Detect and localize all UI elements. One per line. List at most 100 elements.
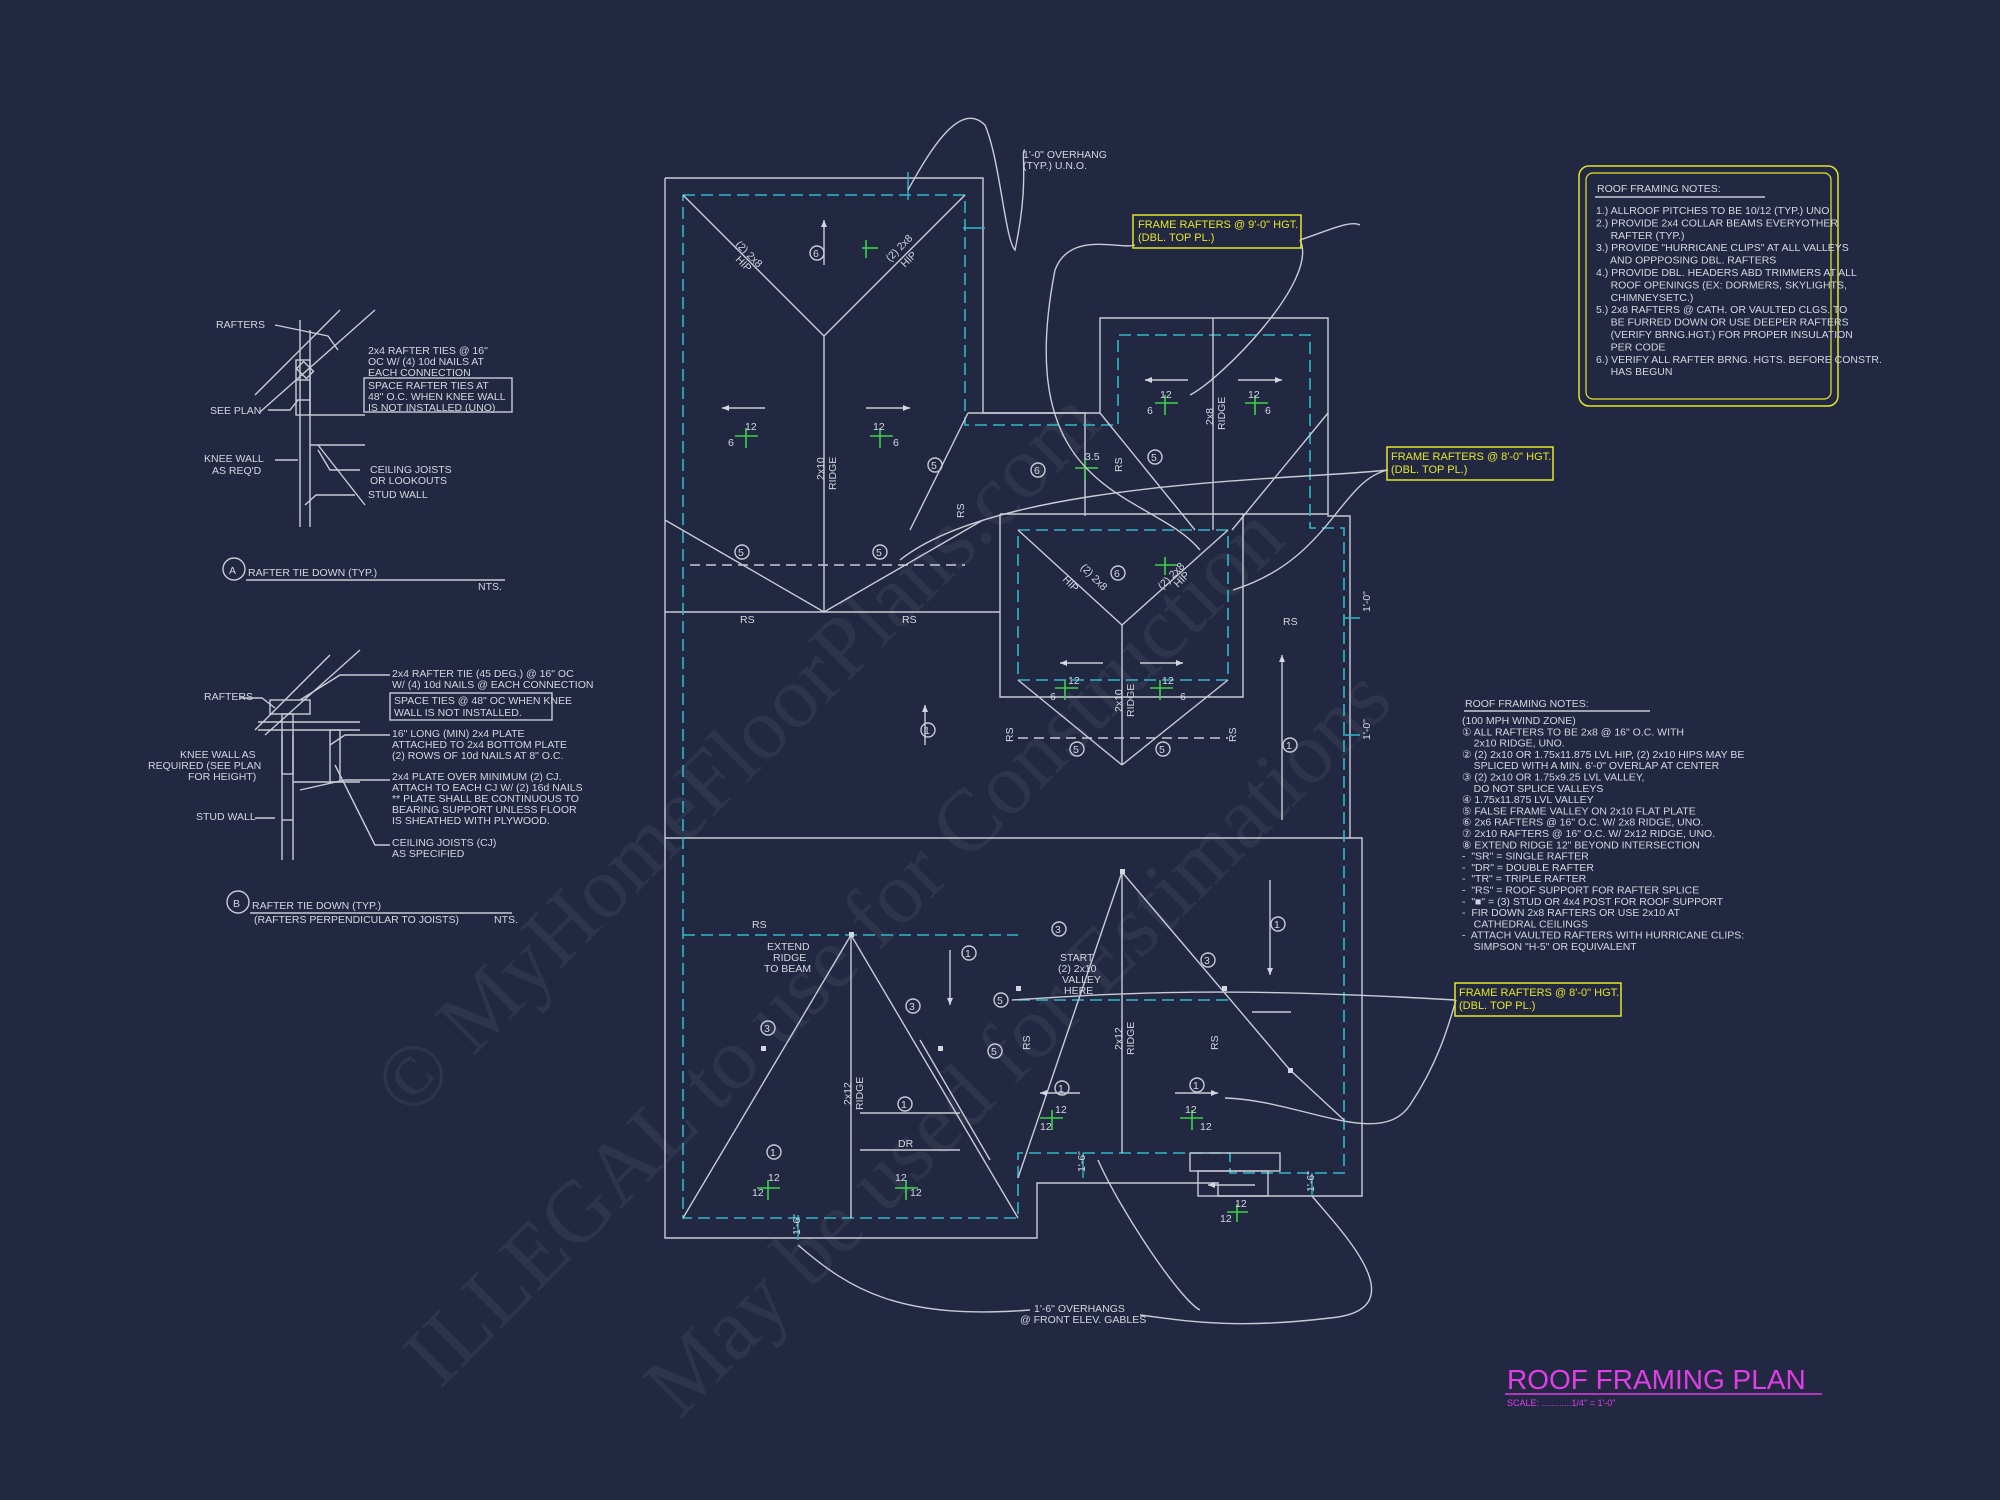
detail-b: RAFTERS KNEE WALL AS REQUIRED (SEE PLAN …	[148, 649, 593, 926]
roof-notes-list-line: 2x10 RIDGE, UNO.	[1462, 738, 1565, 750]
roof-notes-box-line: HAS BEGUN	[1596, 366, 1672, 378]
ridge-size: 2x8	[1204, 408, 1216, 425]
roof-notes-box-line: 5.) 2x8 RAFTERS @ CATH. OR VAULTED CLGS.…	[1596, 304, 1847, 316]
roof-notes-box-lines: 1.) ALLROOF PITCHES TO BE 10/12 (TYP.) U…	[1596, 205, 1882, 378]
detail-a-space-label-3: IS NOT INSTALLED (UNO)	[368, 402, 495, 414]
detail-a-space-label-2: 48" O.C. WHEN KNEE WALL	[368, 391, 506, 403]
roof-notes-list-line: ① ALL RAFTERS TO BE 2x8 @ 16" O.C. WITH	[1462, 726, 1684, 738]
frame-callout-8ft-upper: FRAME RAFTERS @ 8'-0" HGT. (DBL. TOP PL.…	[1386, 446, 1554, 481]
roof-notes-list-line: - "TR" = TRIPLE RAFTER	[1462, 873, 1587, 885]
ridge-size: 2x10	[1113, 689, 1125, 712]
detail-a-ties-label-1: 2x4 RAFTER TIES @ 16"	[368, 345, 488, 357]
plan-title: ROOF FRAMING PLAN	[1507, 1364, 1806, 1395]
roof-notes-box-line: ROOF OPENINGS (EX: DORMERS, SKYLIGHTS,	[1596, 279, 1847, 291]
note-marker-6: 6	[813, 248, 819, 260]
roof-notes-box-line: 4.) PROVIDE DBL. HEADERS ABD TRIMMERS AT…	[1596, 267, 1857, 279]
note-markers: 6 5 5 5 5 6 6 5 5 1 1 1 1 3 3 3 3 5 5 1 …	[734, 245, 1298, 1160]
overhang-dims: 1'-6" 1'-6" 1'-6" 1'-0" 1'-0"	[791, 172, 1373, 1240]
start-valley-label-2: (2) 2x10	[1058, 963, 1097, 975]
roof-notes-list-line: ⑥ 2x6 RAFTERS @ 16" O.C. W/ 2x8 RIDGE, U…	[1462, 817, 1703, 829]
detail-b-plate2-label-4: BEARING SUPPORT UNLESS FLOOR	[392, 804, 577, 816]
pitch-run: 12	[1055, 1104, 1067, 1116]
note-marker-5: 5	[1151, 452, 1157, 464]
roof-notes-list-line: DO NOT SPLICE VALLEYS	[1462, 783, 1603, 795]
roof-notes-list-line: - "RS" = ROOF SUPPORT FOR RAFTER SPLICE	[1462, 885, 1699, 897]
note-marker-1: 1	[1286, 740, 1292, 752]
detail-b-plate-label-2: ATTACHED TO 2x4 BOTTOM PLATE	[392, 739, 567, 751]
roof-notes-list-line: SPLICED WITH A MIN. 6'-0" OVERLAP AT CEN…	[1462, 760, 1720, 772]
note-marker-1: 1	[1193, 1080, 1199, 1092]
roof-notes-list-line: - "DR" = DOUBLE RAFTER	[1462, 862, 1594, 874]
note-marker-1: 1	[924, 725, 930, 737]
detail-a-see-plan-label: SEE PLAN	[210, 405, 261, 417]
pitch-rise: 6	[1147, 405, 1153, 417]
roof-notes-list-line: ③ (2) 2x10 OR 1.75x9.25 LVL VALLEY,	[1462, 772, 1644, 784]
detail-b-knee-wall-label-1: KNEE WALL AS	[180, 749, 256, 761]
detail-b-plate-label-1: 16" LONG (MIN) 2x4 PLATE	[392, 728, 525, 740]
ridge-label: RIDGE	[1216, 397, 1228, 430]
note-marker-1: 1	[770, 1147, 776, 1159]
ridge-label: RIDGE	[1125, 1022, 1137, 1055]
frame-callout-8ft-lower: FRAME RAFTERS @ 8'-0" HGT. (DBL. TOP PL.…	[1454, 982, 1622, 1017]
roof-notes-box-line: (VERIFY BRNG.HGT.) FOR PROPER INSULATION	[1596, 329, 1853, 341]
pitch-run: 12	[1185, 1104, 1197, 1116]
pitch-rise: 6	[1050, 691, 1056, 703]
roof-notes-list-line: - ATTACH VAULTED RAFTERS WITH HURRICANE …	[1462, 930, 1744, 942]
detail-b-nts: NTS.	[494, 914, 518, 926]
roof-notes-list-line: CATHEDRAL CEILINGS	[1462, 918, 1588, 930]
roof-notes-list-line: - FIR DOWN 2x8 RAFTERS OR USE 2x10 AT	[1462, 907, 1681, 919]
pitch-rise: 12	[752, 1187, 764, 1199]
pitch-run: 12	[1068, 675, 1080, 687]
detail-b-plate2-label-2: ATTACH TO EACH CJ W/ (2) 16d NAILS	[392, 782, 583, 794]
frame-callout-8ft-upper-line-2: (DBL. TOP PL.)	[1391, 464, 1467, 476]
ridge-label: RIDGE	[1125, 684, 1137, 717]
detail-b-title: RAFTER TIE DOWN (TYP.)	[252, 900, 381, 912]
detail-b-plate-label-3: (2) ROWS OF 10d NAILS AT 8" O.C.	[392, 750, 563, 762]
extend-ridge-label-2: RIDGE	[773, 952, 806, 964]
roof-notes-list-line: ② (2) 2x10 OR 1.75x11.875 LVL HIP, (2) 2…	[1462, 749, 1744, 761]
ridge-size: 2x12	[1113, 1027, 1125, 1050]
rs-label: RS	[1004, 727, 1016, 742]
detail-b-subtitle: (RAFTERS PERPENDICULAR TO JOISTS)	[254, 914, 459, 926]
pitch-rise: 6	[1180, 691, 1186, 703]
note-marker-6: 6	[1114, 568, 1120, 580]
rs-label: RS	[1113, 457, 1125, 472]
roof-notes-list-line: ⑧ EXTEND RIDGE 12" BEYOND INTERSECTION	[1462, 839, 1700, 851]
note-marker-1: 1	[901, 1099, 907, 1111]
frame-callout-9ft-line-1: FRAME RAFTERS @ 9'-0" HGT.	[1138, 219, 1298, 231]
overhang-dim-1: 1'-0"	[1361, 591, 1373, 612]
note-marker-3: 3	[1204, 955, 1210, 967]
frame-callout-8ft-lower-line-1: FRAME RAFTERS @ 8'-0" HGT.	[1459, 987, 1619, 999]
detail-b-plate2-label-1: 2x4 PLATE OVER MINIMUM (2) CJ.	[392, 771, 562, 783]
roof-notes-box-line: PER CODE	[1596, 341, 1665, 353]
overhang-dim-16: 1'-6"	[1305, 1171, 1317, 1192]
pitch-dim-35: 3.5	[1085, 451, 1100, 463]
note-marker-6: 6	[1034, 465, 1040, 477]
roof-notes-list: ROOF FRAMING NOTES: (100 MPH WIND ZONE)①…	[1462, 698, 1744, 953]
rs-label: RS	[902, 614, 917, 626]
detail-b-plate2-label-3: ** PLATE SHALL BE CONTINUOUS TO	[392, 793, 579, 805]
roof-notes-list-line: - "■" = (3) STUD OR 4x4 POST FOR ROOF SU…	[1462, 896, 1724, 908]
detail-a-knee-wall-label-1: KNEE WALL	[204, 453, 264, 465]
rs-label: RS	[752, 919, 767, 931]
pitch-rise: 6	[1265, 405, 1271, 417]
roof-notes-box-line: BE FURRED DOWN OR USE DEEPER RAFTERS	[1596, 317, 1849, 329]
pitch-run: 12	[768, 1172, 780, 1184]
note-marker-1: 1	[1058, 1083, 1064, 1095]
detail-b-ceiling-label-2: AS SPECIFIED	[392, 848, 465, 860]
note-marker-1: 1	[965, 948, 971, 960]
overhang-top-label-1: 1'-0" OVERHANG	[1023, 149, 1107, 161]
detail-b-ties-label-1: 2x4 RAFTER TIE (45 DEG.) @ 16" OC	[392, 668, 574, 680]
detail-a-stud-label: STUD WALL	[368, 489, 428, 501]
detail-b-stud-label: STUD WALL	[196, 811, 256, 823]
ridge-size: 2x12	[842, 1082, 854, 1105]
note-marker-5: 5	[1159, 744, 1165, 756]
leader-lines	[797, 117, 1457, 1325]
roof-notes-list-lines: (100 MPH WIND ZONE)① ALL RAFTERS TO BE 2…	[1462, 715, 1744, 953]
pitch-rise: 6	[728, 437, 734, 449]
rs-label: RS	[740, 614, 755, 626]
overhang-bottom-label-2: @ FRONT ELEV. GABLES	[1020, 1314, 1146, 1326]
overhang-dim-1: 1'-0"	[1361, 719, 1373, 740]
overhang-dim-16: 1'-6"	[791, 1214, 803, 1235]
